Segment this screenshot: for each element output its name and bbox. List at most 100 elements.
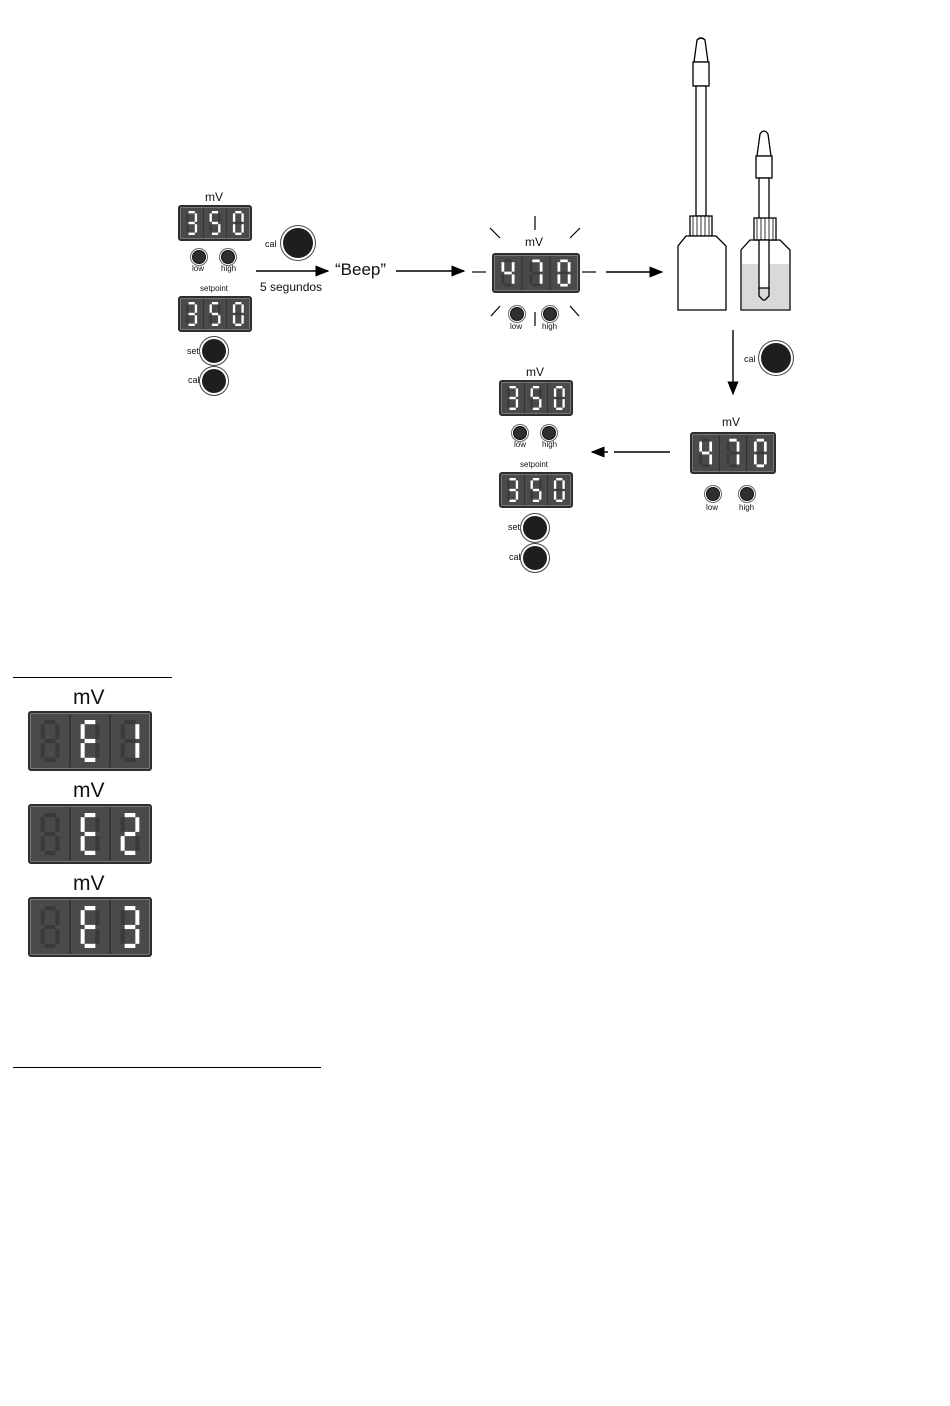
- segment-b: [135, 817, 139, 832]
- segment-d: [125, 944, 136, 948]
- segment-g: [533, 397, 539, 399]
- segment-c: [539, 491, 541, 499]
- segment-f: [501, 262, 504, 271]
- step5-set-button[interactable]: [523, 516, 547, 540]
- segment-c: [709, 454, 712, 464]
- segment-g: [510, 489, 516, 491]
- segment-a: [189, 302, 195, 304]
- segment-g: [212, 222, 218, 224]
- step4-high-led: [740, 487, 754, 501]
- segment-a: [45, 813, 56, 817]
- segment-f: [699, 442, 702, 452]
- segment-g: [560, 272, 567, 275]
- segment-c: [135, 743, 139, 758]
- segment-b: [241, 213, 243, 221]
- step1-cal-label: cal: [188, 375, 200, 385]
- seven-segment-digits: [494, 255, 578, 291]
- segment-g: [235, 222, 241, 224]
- segment-e: [81, 929, 85, 944]
- segment-f: [81, 817, 85, 832]
- segment-g: [504, 272, 511, 275]
- error1-display: [28, 711, 152, 771]
- segment-g: [212, 313, 218, 315]
- segment-d: [189, 324, 195, 326]
- segment-a: [45, 720, 56, 724]
- seconds-label: 5 segundos: [260, 280, 322, 294]
- segment-d: [189, 233, 195, 235]
- step5-cal-button[interactable]: [523, 546, 547, 570]
- segment-e: [529, 274, 532, 283]
- segment-a: [189, 211, 195, 213]
- segment-g: [45, 925, 56, 929]
- step1-cal-button[interactable]: [202, 369, 226, 393]
- segment-b: [737, 442, 740, 452]
- segment-d: [560, 284, 567, 287]
- step4-mv-label: mV: [722, 415, 740, 429]
- segment-f: [121, 724, 125, 739]
- segment-c: [562, 399, 564, 407]
- segment-b: [55, 910, 59, 925]
- step1-low-led: [192, 250, 206, 264]
- segment-e: [121, 743, 125, 758]
- segment-c: [135, 929, 139, 944]
- segment-e: [41, 929, 45, 944]
- segment-f: [121, 817, 125, 832]
- segment-d: [702, 464, 709, 467]
- segment-d: [85, 851, 96, 855]
- segment-a: [85, 813, 96, 817]
- segment-c: [55, 929, 59, 944]
- segment-e: [531, 491, 533, 499]
- segment-f: [41, 817, 45, 832]
- step5-mv-display: [499, 380, 573, 416]
- step4-low-label: low: [706, 503, 718, 512]
- segment-f: [233, 304, 235, 312]
- segment-d: [125, 851, 136, 855]
- segment-c: [568, 274, 571, 283]
- step5-cal-label: cal: [509, 552, 521, 562]
- segment-d: [45, 944, 56, 948]
- segment-e: [557, 274, 560, 283]
- step1-high-label: high: [221, 264, 236, 273]
- step5-set-label: set: [508, 522, 520, 532]
- segment-e: [754, 454, 757, 464]
- segment-b: [562, 480, 564, 488]
- seven-segment-digits: [30, 806, 150, 862]
- segment-e: [699, 454, 702, 464]
- segment-c: [539, 399, 541, 407]
- segment-d: [532, 284, 539, 287]
- segment-a: [757, 439, 764, 442]
- segment-b: [55, 817, 59, 832]
- segment-a: [235, 302, 241, 304]
- step5-low-label: low: [514, 440, 526, 449]
- segment-g: [556, 489, 562, 491]
- step1-set-button[interactable]: [202, 339, 226, 363]
- segment-g: [125, 925, 136, 929]
- segment-d: [510, 408, 516, 410]
- step3-cal-button[interactable]: [761, 343, 791, 373]
- segment-e: [41, 743, 45, 758]
- segment-f: [507, 388, 509, 396]
- press-cal-button[interactable]: [283, 228, 313, 258]
- segment-b: [764, 442, 767, 452]
- segment-b: [540, 262, 543, 271]
- segment-c: [764, 454, 767, 464]
- segment-f: [186, 304, 188, 312]
- segment-a: [532, 260, 539, 263]
- segment-a: [125, 813, 136, 817]
- segment-f: [754, 442, 757, 452]
- step2-high-led: [543, 307, 557, 321]
- segment-c: [737, 454, 740, 464]
- electrode-2: [756, 131, 772, 222]
- segment-e: [81, 836, 85, 851]
- segment-f: [507, 480, 509, 488]
- segment-f: [554, 480, 556, 488]
- segment-d: [533, 500, 539, 502]
- segment-g: [729, 452, 736, 455]
- segment-e: [507, 399, 509, 407]
- segment-d: [45, 758, 56, 762]
- segment-a: [556, 478, 562, 480]
- seven-segment-digits: [180, 207, 250, 239]
- segment-d: [235, 324, 241, 326]
- segment-d: [212, 324, 218, 326]
- step2-mv-display: [492, 253, 580, 293]
